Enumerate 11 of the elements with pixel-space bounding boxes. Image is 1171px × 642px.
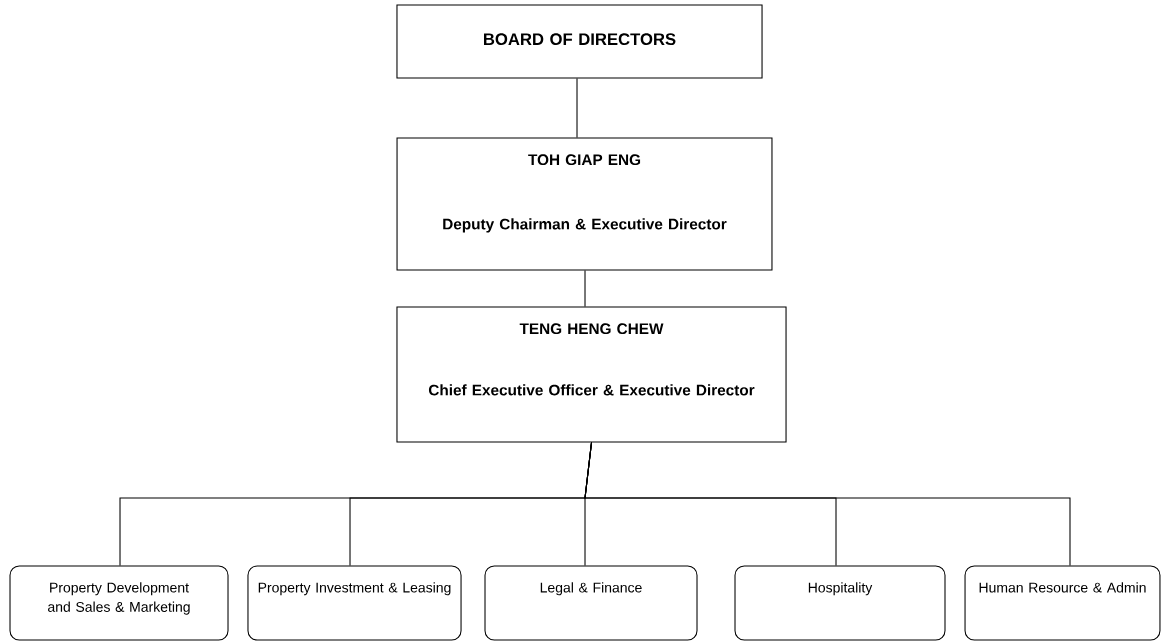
- connector-line: [576, 78, 578, 138]
- department-box: Property Development and Sales & Marketing: [9, 565, 229, 641]
- connector-line: [584, 441, 1071, 566]
- role-box: BOARD OF DIRECTORS: [396, 4, 763, 79]
- department-box: Legal & Finance: [484, 565, 698, 641]
- department-box: Human Resource & Admin: [964, 565, 1161, 641]
- department-box: Property Investment & Leasing: [247, 565, 462, 641]
- role-box: TOH GIAP ENG Deputy Chairman & Executive Director: [396, 137, 773, 271]
- department-box: Hospitality: [734, 565, 946, 641]
- role-box: TENG HENG CHEW Chief Executive Officer & Executive Director: [396, 306, 787, 443]
- connector-line: [584, 270, 586, 308]
